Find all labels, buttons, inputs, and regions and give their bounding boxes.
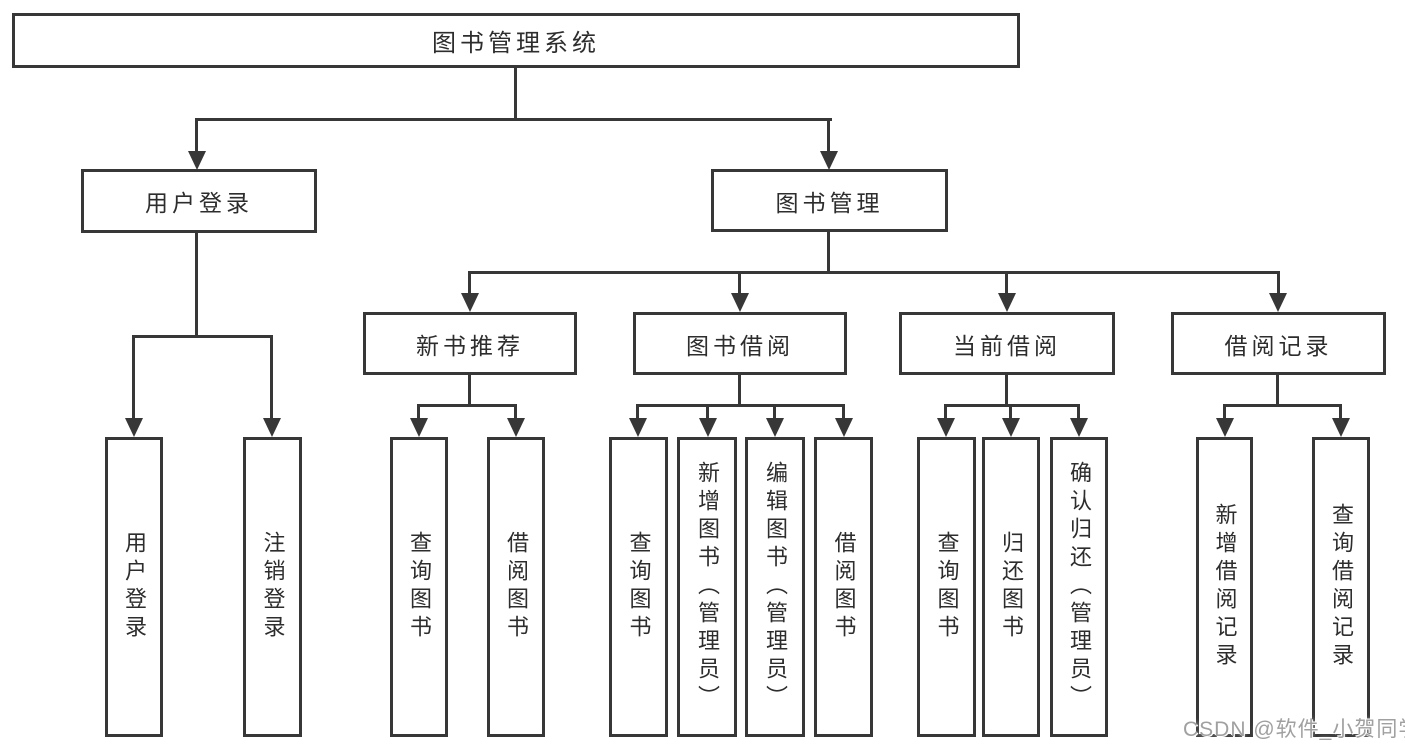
leaf-user-login: 用户登录	[105, 437, 163, 737]
arrowhead-down-icon	[1269, 293, 1287, 312]
connector-line	[417, 404, 420, 420]
leaf-return-books: 归还图书	[982, 437, 1040, 737]
connector-line	[468, 271, 471, 295]
node-label: 查询图书	[626, 531, 652, 643]
leaf-query-books-borrow: 查询图书	[609, 437, 668, 737]
connector-line	[738, 271, 741, 295]
node-label: 新增图书（管理员）	[695, 461, 720, 713]
node-label: 查询图书	[934, 531, 960, 643]
arrowhead-down-icon	[699, 418, 717, 437]
arrowhead-down-icon	[937, 418, 955, 437]
connector-line	[944, 404, 947, 420]
arrowhead-down-icon	[410, 418, 428, 437]
arrowhead-down-icon	[461, 293, 479, 312]
arrowhead-down-icon	[731, 293, 749, 312]
node-label: 用户登录	[122, 531, 147, 643]
leaf-query-books-current: 查询图书	[917, 437, 976, 737]
arrowhead-down-icon	[1216, 418, 1234, 437]
node-label: 图书管理系统	[432, 30, 600, 57]
connector-line	[706, 404, 709, 420]
connector-line	[1339, 404, 1342, 420]
node-label: 新书推荐	[416, 332, 524, 359]
node-label: 借阅图书	[504, 531, 529, 643]
node-label: 图书借阅	[686, 332, 794, 359]
node-label: 新增借阅记录	[1212, 503, 1238, 671]
connector-line	[944, 404, 1080, 407]
connector-line	[1277, 271, 1280, 295]
connector-line	[1077, 404, 1080, 420]
node-label: 查询图书	[407, 531, 432, 643]
node-label: 用户登录	[145, 190, 253, 216]
connector-line	[1009, 404, 1012, 420]
node-label: 确认归还（管理员）	[1067, 461, 1092, 713]
node-book-borrow: 图书借阅	[633, 312, 847, 375]
arrowhead-down-icon	[1070, 418, 1088, 437]
connector-line	[468, 375, 471, 407]
arrowhead-down-icon	[766, 418, 784, 437]
csdn-watermark: CSDN @软件_小贺同学	[1183, 718, 1405, 741]
connector-line	[195, 233, 198, 338]
arrowhead-down-icon	[1002, 418, 1020, 437]
connector-line	[1276, 375, 1279, 407]
connector-line	[195, 118, 832, 121]
leaf-edit-books-admin: 编辑图书（管理员）	[745, 437, 805, 737]
connector-line	[773, 404, 776, 420]
arrowhead-down-icon	[998, 293, 1016, 312]
connector-line	[468, 271, 1280, 274]
leaf-borrow-books-recommend: 借阅图书	[487, 437, 545, 737]
connector-line	[132, 335, 273, 338]
arrowhead-down-icon	[1332, 418, 1350, 437]
connector-line	[514, 68, 517, 118]
connector-line	[1005, 271, 1008, 295]
connector-line	[842, 404, 845, 420]
connector-line	[827, 232, 830, 274]
connector-line	[1223, 404, 1226, 420]
node-label: 借阅记录	[1224, 332, 1333, 359]
node-label: 图书管理	[775, 189, 884, 216]
node-label: 当前借阅	[953, 332, 1061, 359]
arrowhead-down-icon	[835, 418, 853, 437]
connector-line	[636, 404, 639, 420]
node-label: 编辑图书（管理员）	[763, 461, 788, 713]
leaf-logout: 注销登录	[243, 437, 302, 737]
node-current-borrow: 当前借阅	[899, 312, 1115, 375]
connector-line	[1005, 375, 1008, 407]
node-book-management: 图书管理	[711, 169, 948, 232]
connector-line	[514, 404, 517, 420]
arrowhead-down-icon	[125, 418, 143, 437]
connector-line	[827, 118, 830, 153]
node-user-login: 用户登录	[81, 169, 317, 233]
arrowhead-down-icon	[507, 418, 525, 437]
arrowhead-down-icon	[629, 418, 647, 437]
connector-line	[132, 335, 135, 420]
arrowhead-down-icon	[263, 418, 281, 437]
arrowhead-down-icon	[820, 151, 838, 170]
leaf-confirm-return-admin: 确认归还（管理员）	[1050, 437, 1108, 737]
connector-line	[636, 404, 845, 407]
node-label: 借阅图书	[831, 531, 857, 643]
node-label: 查询借阅记录	[1329, 503, 1354, 671]
node-library-system: 图书管理系统	[12, 13, 1020, 68]
node-label: 归还图书	[999, 531, 1024, 643]
connector-line	[195, 118, 198, 154]
connector-line	[1223, 404, 1342, 407]
connector-line	[417, 404, 517, 407]
node-label: 注销登录	[260, 531, 286, 643]
connector-line	[270, 335, 273, 420]
leaf-borrow-books: 借阅图书	[814, 437, 873, 737]
leaf-add-books-admin: 新增图书（管理员）	[677, 437, 737, 737]
leaf-add-borrow-record: 新增借阅记录	[1196, 437, 1253, 737]
node-new-book-recommend: 新书推荐	[363, 312, 577, 375]
leaf-query-borrow-record: 查询借阅记录	[1312, 437, 1370, 737]
arrowhead-down-icon	[188, 151, 206, 170]
connector-line	[738, 375, 741, 407]
leaf-query-books-recommend: 查询图书	[390, 437, 448, 737]
node-borrow-records: 借阅记录	[1171, 312, 1386, 375]
